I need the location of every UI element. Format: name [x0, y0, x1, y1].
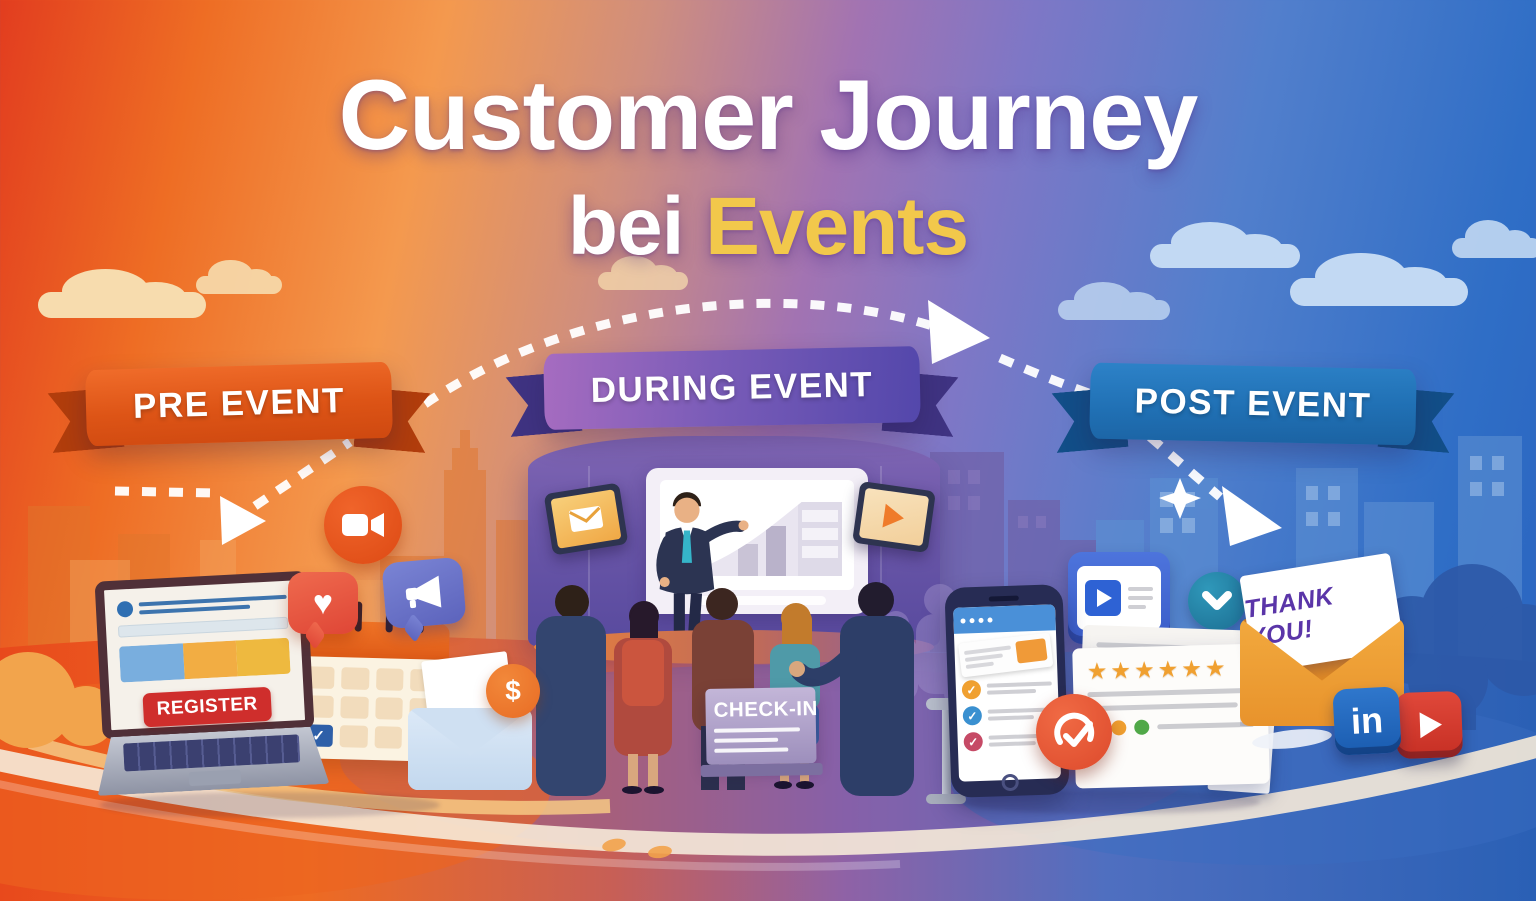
checkin-sign-label: CHECK-IN	[713, 697, 819, 722]
cloud	[1452, 220, 1536, 258]
megaphone-icon	[381, 556, 467, 630]
attendee	[614, 601, 672, 794]
phone-speaker	[988, 595, 1019, 602]
banner-post-event-label: POST EVENT	[1134, 381, 1372, 426]
laptop-screen: REGISTER	[94, 570, 315, 740]
side-screen-right	[852, 481, 936, 553]
title-line2: bei Events	[0, 180, 1536, 274]
cloud	[598, 255, 688, 290]
ticket-icon	[1015, 638, 1048, 664]
youtube-play-icon	[1394, 690, 1464, 760]
checklist-item: ✓	[961, 677, 1053, 700]
banner-pre-event-label: PRE EVENT	[132, 381, 346, 426]
check-icon: ✓	[961, 679, 982, 700]
browser-logo-icon	[116, 600, 134, 618]
attendee	[536, 585, 606, 796]
cloud	[196, 259, 282, 294]
journey-path	[0, 735, 1536, 856]
laptop-keyboard	[95, 726, 330, 796]
presenter	[656, 492, 749, 660]
chevron-down-icon	[1188, 572, 1246, 630]
side-screen-left	[543, 482, 629, 556]
dollar-badge-icon: $	[486, 664, 540, 718]
survey-phone: ✓ ✓ ✓	[944, 584, 1070, 798]
website-banner	[118, 637, 291, 683]
banner-during-event-label: DURING EVENT	[590, 365, 874, 410]
check-icon: ✓	[963, 731, 984, 752]
banner-during-event: DURING EVENT	[544, 346, 920, 426]
gauge-check-icon	[1036, 694, 1112, 770]
cloud	[1150, 222, 1300, 268]
bush-left	[0, 652, 116, 748]
cloud	[1058, 282, 1170, 320]
checkin-desk: CHECK-IN	[700, 687, 823, 778]
linkedin-icon: in	[1332, 686, 1402, 756]
check-icon: ✓	[962, 705, 983, 726]
register-button: REGISTER	[142, 686, 273, 728]
title-line1: Customer Journey	[338, 59, 1199, 170]
envelope-icon	[568, 506, 604, 532]
laptop-touchpad	[189, 769, 242, 786]
title-events: Events	[705, 181, 969, 272]
video-camera-icon	[324, 486, 402, 564]
cloud	[38, 268, 206, 318]
phone-app-header	[953, 604, 1056, 634]
cloud	[1290, 252, 1468, 306]
star-rating: ★★★★★★	[1086, 654, 1229, 685]
title-bei: bei	[567, 181, 684, 272]
page-title: Customer Journey bei Events	[0, 58, 1536, 274]
banner-post-event: POST EVENT	[1090, 362, 1416, 442]
search-bar	[117, 616, 289, 638]
phone-home-button	[1001, 773, 1019, 792]
invite-envelope	[408, 651, 532, 790]
play-icon	[882, 503, 906, 531]
attendee	[789, 582, 914, 796]
play-icon	[1085, 580, 1121, 616]
rating-dots	[1088, 717, 1255, 737]
heart-like-icon: ♥	[288, 572, 358, 634]
phone-ticket-card	[958, 632, 1054, 678]
banner-pre-event: PRE EVENT	[86, 361, 392, 442]
